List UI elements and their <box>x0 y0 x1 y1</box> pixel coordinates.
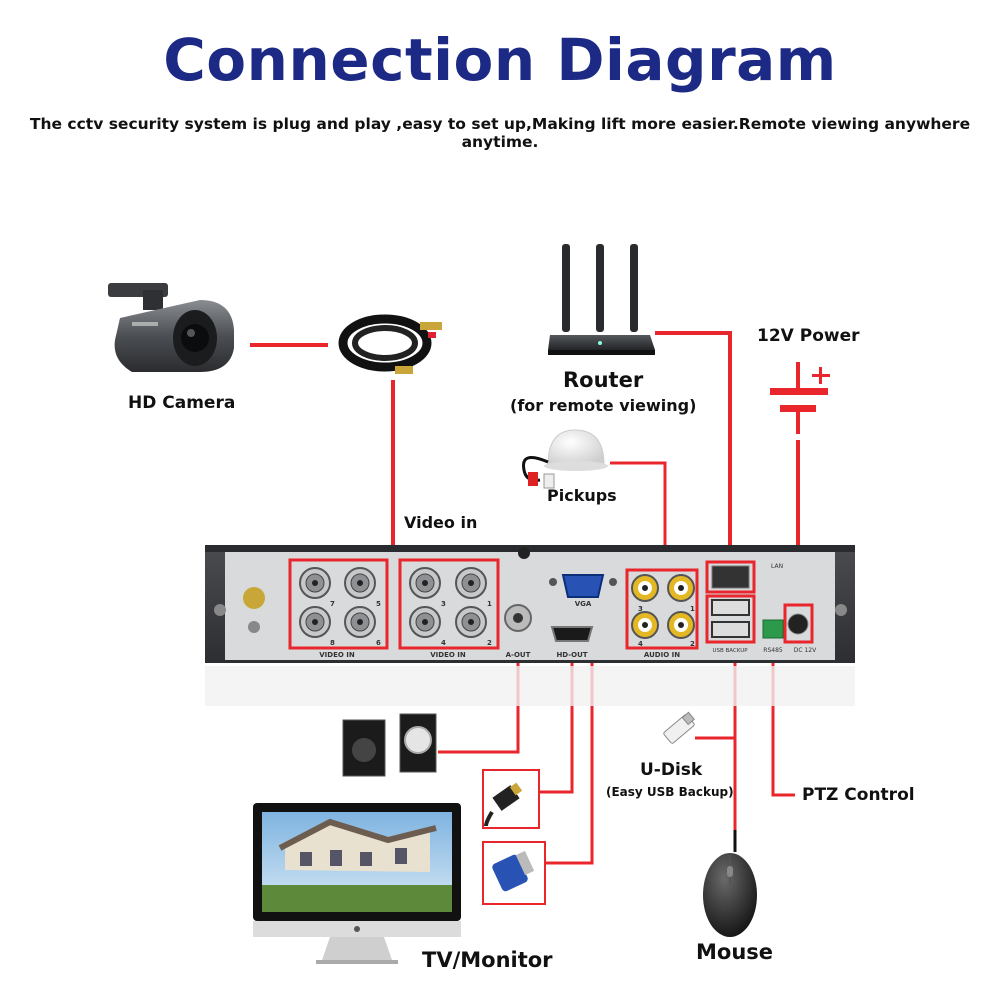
cable-coil-icon <box>338 314 442 374</box>
bnc-connector-pin <box>357 619 363 625</box>
page-title: Connection Diagram <box>163 26 837 94</box>
audio-in-ports: 3 1 4 2 <box>631 574 695 648</box>
bnc-channel-number: 5 <box>376 600 381 608</box>
dc-highlight <box>783 603 814 644</box>
router-label: Router <box>563 368 644 392</box>
bnc-channel-number: 8 <box>330 639 335 647</box>
audio-channel-number: 4 <box>638 640 643 648</box>
pickups-label: Pickups <box>547 486 617 505</box>
power-symbol-icon <box>770 362 830 434</box>
router-lan-line <box>655 331 732 565</box>
monitor-label: TV/Monitor <box>422 948 553 972</box>
power-label: 12V Power <box>757 326 860 346</box>
audio-channel-number: 1 <box>690 605 695 613</box>
ground-sticker <box>243 587 265 609</box>
usb-port-2 <box>711 621 750 638</box>
hdmi-cable-icon <box>484 782 523 827</box>
page-subtitle: The cctv security system is plug and pla… <box>29 115 971 151</box>
speakers-icon <box>342 713 437 777</box>
ptz-control-label: PTZ Control <box>802 785 915 805</box>
udisk-sublabel: (Easy USB Backup) <box>606 785 734 799</box>
video-in-label: Video in <box>404 513 478 532</box>
monitor-icon <box>253 803 461 964</box>
vga-cable-icon <box>492 850 535 892</box>
pickups-line <box>610 461 667 570</box>
hdmi-port <box>550 626 594 642</box>
panel-vga-label: VGA <box>575 600 592 608</box>
panel-dc-label: DC 12V <box>794 647 817 654</box>
audio-in-jack-pin <box>678 622 684 628</box>
bnc-channel-number: 6 <box>376 639 381 647</box>
ground-screw <box>248 621 260 633</box>
udisk-icon <box>663 711 695 744</box>
router-icon <box>548 244 655 355</box>
panel-usb-label: USB BACKUP <box>712 648 748 654</box>
vga-port <box>561 574 605 598</box>
panel-audio-in-label: AUDIO IN <box>644 651 680 659</box>
bnc-connector-pin <box>468 619 474 625</box>
bnc-channel-number: 4 <box>441 639 446 647</box>
bnc-channel-number: 1 <box>487 600 492 608</box>
audio-channel-number: 2 <box>690 640 695 648</box>
camera-icon <box>108 283 234 372</box>
panel-aout-label: A-OUT <box>506 651 531 659</box>
mouse-icon <box>703 830 757 937</box>
mouse-label: Mouse <box>696 940 774 964</box>
audio-in-jack-pin <box>678 585 684 591</box>
bnc-connectors: 7 5 8 6 3 1 4 2 <box>299 567 492 647</box>
usb-highlight <box>705 594 756 644</box>
bnc-connector-pin <box>422 619 428 625</box>
bnc-channel-number: 3 <box>441 600 446 608</box>
bnc-connector-pin <box>312 619 318 625</box>
panel-video-in-label-left: VIDEO IN <box>319 651 355 659</box>
bnc-channel-number: 7 <box>330 600 335 608</box>
video-in-highlight-left <box>288 558 389 650</box>
panel-hdout-label: HD-OUT <box>556 651 587 659</box>
bnc-channel-number: 2 <box>487 639 492 647</box>
router-sublabel: (for remote viewing) <box>510 396 697 415</box>
udisk-label: U-Disk <box>640 760 703 780</box>
audio-channel-number: 3 <box>638 605 643 613</box>
bnc-connector-pin <box>422 580 428 586</box>
panel-rs485-label: RS485 <box>763 647 783 654</box>
panel-video-in-label-right: VIDEO IN <box>430 651 466 659</box>
video-in-highlight-right <box>398 558 500 650</box>
dc-jack <box>787 613 809 635</box>
panel-lan-label: LAN <box>771 563 783 570</box>
bnc-connector-pin <box>357 580 363 586</box>
hd-camera-label: HD Camera <box>128 393 236 413</box>
pickup-mic-icon <box>522 429 608 489</box>
audio-in-jack-pin <box>642 622 648 628</box>
lan-port <box>711 565 750 589</box>
aout-port <box>504 604 532 632</box>
bnc-connector-pin <box>312 580 318 586</box>
usb-port-1 <box>711 599 750 616</box>
ptz-line <box>771 640 795 797</box>
audio-in-highlight <box>625 568 699 650</box>
rs485-terminal <box>762 619 784 639</box>
bnc-connector-pin <box>468 580 474 586</box>
lan-highlight <box>705 560 756 594</box>
audio-in-jack-pin <box>642 585 648 591</box>
